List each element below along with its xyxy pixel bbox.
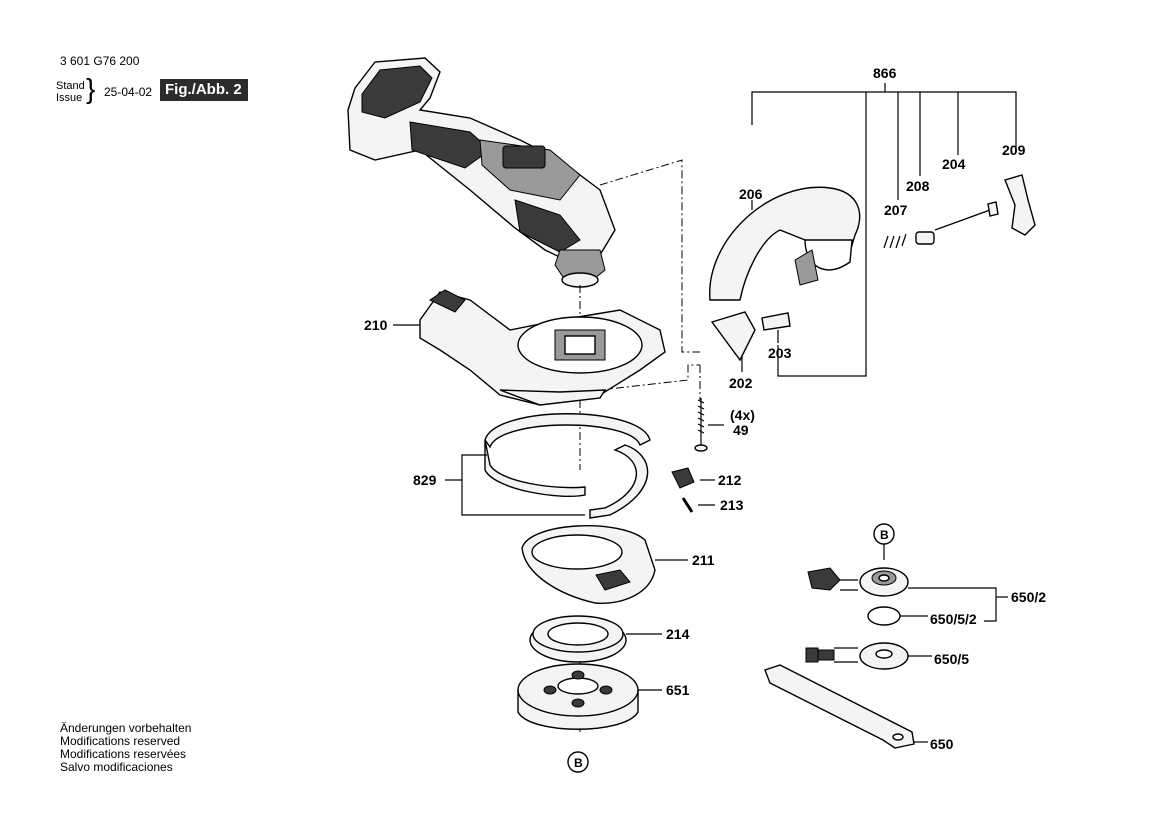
clip-212 xyxy=(671,467,695,489)
label-207: 207 xyxy=(884,202,908,218)
label-650: 650 xyxy=(930,736,954,752)
pin-213 xyxy=(681,497,694,513)
label-202: 202 xyxy=(729,375,753,391)
label-208: 208 xyxy=(906,178,930,194)
flange-detail xyxy=(764,523,1008,749)
label-206: 206 xyxy=(739,186,763,202)
guard-ring xyxy=(484,413,651,519)
label-211: 211 xyxy=(692,552,715,568)
note-line: Salvo modificaciones xyxy=(60,760,173,774)
change-notes: Änderungen vorbehalten Modifications res… xyxy=(60,722,191,774)
document-number: 3 601 G76 200 xyxy=(60,54,140,68)
side-handle-assembly xyxy=(709,174,1036,362)
figure-badge: Fig./Abb. 2 xyxy=(160,79,248,101)
label-213: 213 xyxy=(720,497,744,513)
note-line: Änderungen vorbehalten xyxy=(60,721,192,735)
cup-wheel xyxy=(517,663,639,730)
label-209: 209 xyxy=(1002,142,1026,158)
bracket-829 xyxy=(461,454,585,516)
assembly-line xyxy=(599,364,700,391)
issue-date: 25-04-02 xyxy=(104,85,153,99)
ref-letter-bottom: B xyxy=(574,756,583,770)
stand-label: Stand xyxy=(56,80,85,92)
screw-49 xyxy=(694,398,708,452)
label-49: 49 xyxy=(733,422,749,438)
bracket-866 xyxy=(751,91,1017,148)
label-210: 210 xyxy=(364,317,388,333)
label-650-5-2: 650/5/2 xyxy=(930,611,977,627)
label-650-5: 650/5 xyxy=(934,651,969,667)
label-203: 203 xyxy=(768,345,792,361)
grinder-body xyxy=(347,57,616,288)
label-4x: (4x) xyxy=(730,407,755,423)
note-line: Modifications reservées xyxy=(60,747,187,761)
label-829: 829 xyxy=(413,472,437,488)
label-204: 204 xyxy=(942,156,966,172)
note-line: Modifications reserved xyxy=(60,734,181,748)
issue-label: Issue xyxy=(56,92,83,104)
bracket-866-inner xyxy=(777,92,867,377)
base-plate xyxy=(521,525,656,604)
brace-glyph: } xyxy=(86,73,96,104)
dust-guard xyxy=(419,289,666,406)
label-650-2: 650/2 xyxy=(1011,589,1046,605)
ref-letter-top: B xyxy=(880,528,889,542)
label-214: 214 xyxy=(666,626,690,642)
backing-disc xyxy=(529,615,627,663)
label-651: 651 xyxy=(666,682,690,698)
ref-circle-bottom xyxy=(567,751,589,773)
label-866: 866 xyxy=(873,65,897,81)
label-212: 212 xyxy=(718,472,742,488)
assembly-line xyxy=(599,159,700,353)
